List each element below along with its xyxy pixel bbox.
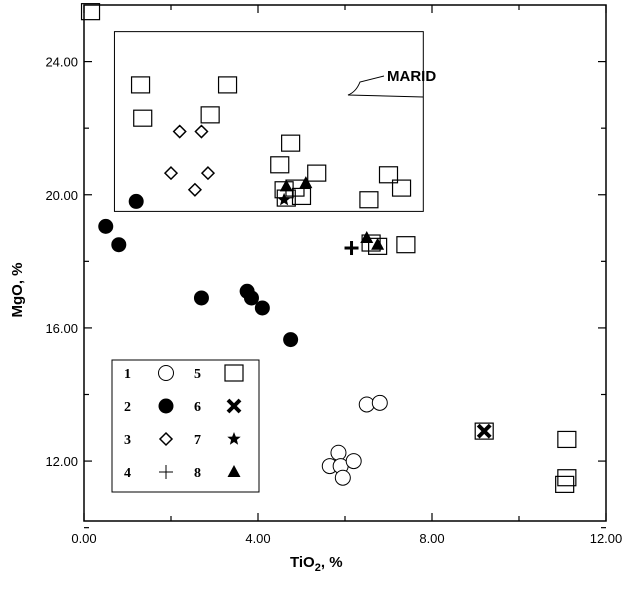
data-point-triangle-filled — [360, 231, 374, 244]
legend-symbol-diamond-open — [158, 431, 174, 447]
data-point-square-open — [396, 236, 416, 254]
x-tick-label: 0.00 — [71, 531, 96, 546]
data-point-square-open — [474, 422, 494, 440]
legend-label: 7 — [194, 433, 201, 448]
legend-symbol-square-open — [224, 364, 244, 382]
data-point-square-open — [133, 109, 153, 127]
data-point-square-open — [281, 134, 301, 152]
legend-symbol-x-bold — [226, 398, 242, 414]
data-point-square-open — [391, 179, 412, 197]
data-point-circle-filled — [98, 218, 114, 234]
x-tick-label: 12.00 — [590, 531, 623, 546]
data-point-circle-filled — [283, 332, 299, 348]
data-point-square-open — [130, 76, 151, 94]
data-point-square-open — [200, 106, 220, 124]
legend-symbol-star-filled — [227, 432, 241, 445]
x-tick-label: 8.00 — [419, 531, 444, 546]
y-tick-label: 16.00 — [45, 321, 78, 336]
data-point-circle-open — [330, 444, 347, 461]
legend-label: 4 — [124, 466, 131, 481]
data-point-diamond-open — [194, 124, 209, 139]
x-axis-title: TiO2, % — [290, 554, 343, 574]
data-point-square-open — [378, 166, 399, 184]
data-point-circle-filled — [243, 290, 259, 306]
data-point-circle-open — [334, 469, 351, 486]
data-point-square-open — [557, 430, 577, 449]
tick-labels: 0.00 4.00 8.00 12.00 12.00 16.00 20.00 24.00 — [45, 55, 622, 546]
y-tick-label: 20.00 — [45, 188, 78, 203]
data-point-diamond-open — [200, 166, 216, 181]
legend-symbol-circle-open — [158, 365, 174, 381]
data-point-square-open — [307, 164, 327, 182]
data-point-circle-filled — [128, 193, 144, 209]
legend-label: 8 — [194, 466, 201, 481]
data-point-square-open — [555, 475, 575, 493]
data-point-square-open — [359, 191, 379, 209]
data-point-diamond-open — [172, 124, 187, 139]
y-axis-title: MgO, % — [9, 263, 26, 318]
data-point-square-open — [217, 76, 238, 94]
data-point-triangle-filled — [371, 237, 385, 250]
marid-leader — [347, 75, 424, 98]
data-point-circle-open — [371, 394, 388, 411]
data-point-circle-filled — [111, 237, 127, 253]
legend-symbol-plus-thin — [159, 465, 173, 479]
data-point-plus-bold — [344, 241, 359, 256]
data-point-circle-filled — [254, 300, 270, 316]
data-point-circle-filled — [193, 290, 209, 306]
marid-box — [113, 31, 424, 212]
data-point-x-bold — [476, 423, 492, 439]
data-point-circle-open — [345, 453, 362, 470]
x-tick-label: 4.00 — [245, 531, 270, 546]
data-points — [80, 3, 577, 493]
data-point-square-open — [80, 3, 101, 21]
legend: 1 2 3 4 5 6 7 8 — [111, 359, 260, 493]
axis-ticks — [83, 5, 607, 529]
y-tick-label: 24.00 — [45, 55, 78, 70]
marid-field: MARID — [113, 31, 436, 212]
marid-annotation: MARID — [387, 68, 436, 85]
y-tick-label: 12.00 — [45, 454, 78, 469]
data-point-diamond-open — [163, 166, 179, 181]
legend-symbol-triangle-filled — [227, 465, 241, 477]
data-point-star-filled — [277, 192, 291, 206]
legend-symbol-circle-filled — [158, 398, 174, 414]
legend-label: 6 — [194, 400, 201, 415]
data-point-triangle-filled — [299, 176, 313, 189]
legend-label: 5 — [194, 367, 201, 382]
data-point-square-open — [270, 156, 290, 174]
data-point-square-open — [557, 469, 577, 487]
legend-label: 3 — [124, 433, 131, 448]
legend-label: 2 — [124, 400, 131, 415]
legend-label: 1 — [124, 367, 131, 382]
data-point-diamond-open — [187, 182, 202, 197]
data-point-square-open — [291, 187, 312, 206]
data-point-triangle-filled — [279, 179, 293, 192]
